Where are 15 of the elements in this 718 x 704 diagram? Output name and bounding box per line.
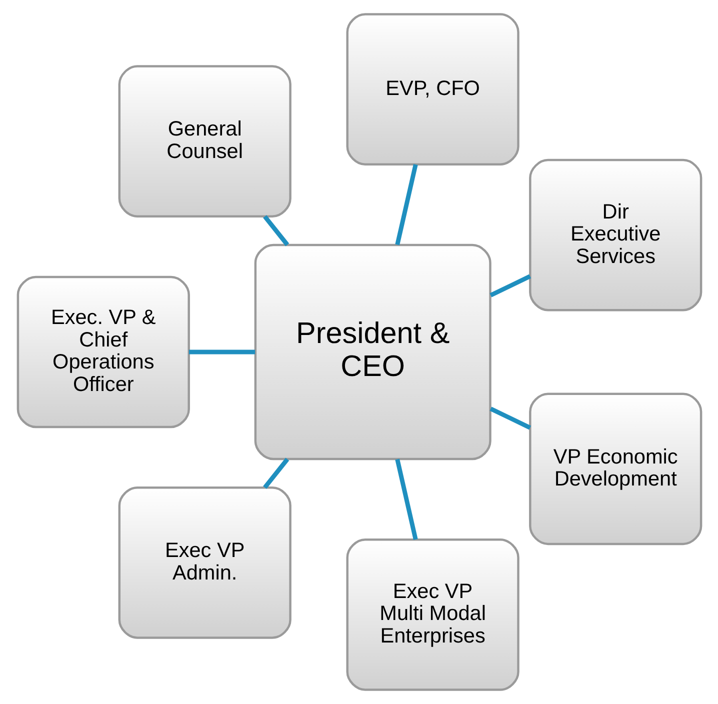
connector [394,164,418,246]
connector [394,458,418,540]
connector [489,406,531,430]
node-box: Exec. VP & Chief Operations Officer [16,276,190,428]
connector [262,458,289,489]
node-box: Exec VP Multi Modal Enterprises [346,538,519,691]
node-box: VP Economic Development [528,392,702,546]
node-box: Exec VP Admin. [118,486,291,639]
connector [188,350,255,354]
connector [262,215,289,246]
node-box: Dir Executive Services [528,158,702,312]
node-box: EVP, CFO [346,13,519,166]
node-box: General Counsel [118,65,291,218]
connector [489,274,531,298]
node-box: President & CEO [254,244,491,460]
